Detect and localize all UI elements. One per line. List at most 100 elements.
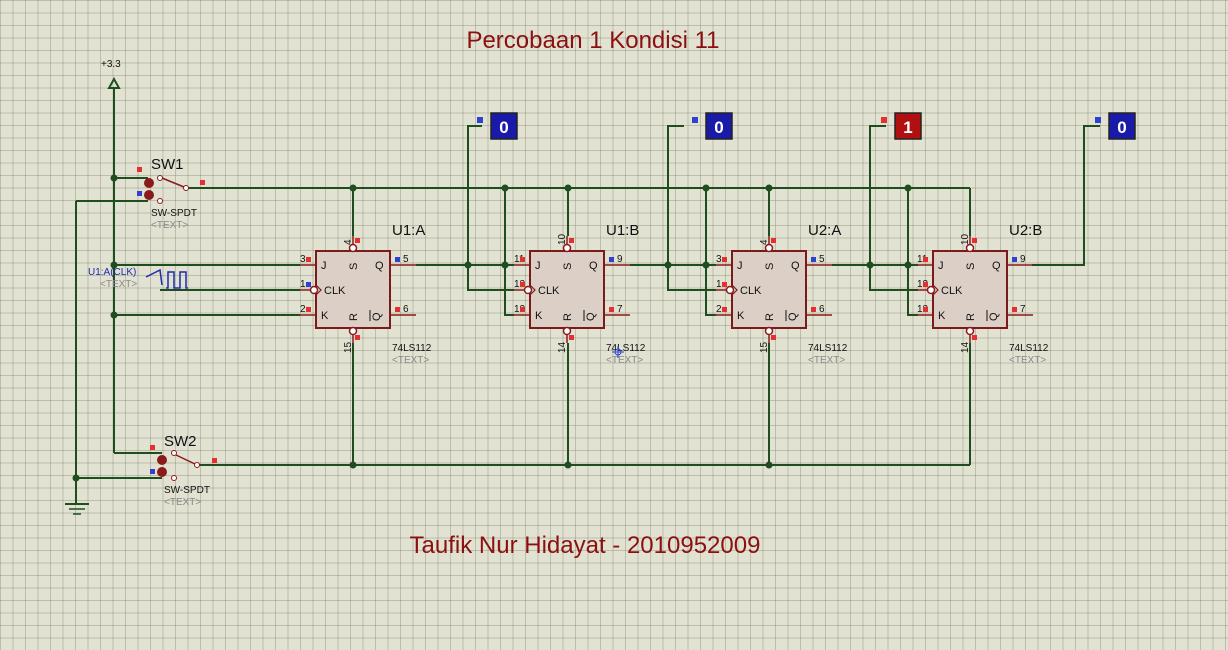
chip-text-label: <TEXT> [606, 355, 643, 366]
pin-number-qbar: 6 [403, 304, 409, 315]
switch-sw1[interactable]: SW1 SW-SPDT <TEXT> [137, 156, 205, 231]
pin-number-r: 14 [960, 341, 971, 353]
pin-label-clk: CLK [538, 285, 560, 297]
chip-text-label: <TEXT> [392, 355, 429, 366]
pin-label-k: K [535, 310, 543, 322]
pin-label-r: R [562, 313, 574, 321]
pin-label-r: R [764, 313, 776, 321]
probe-value: 0 [1117, 118, 1126, 137]
pin-number-s: 10 [557, 233, 568, 245]
pin-label-s: S [764, 263, 776, 270]
pin-label-j: J [321, 260, 327, 272]
pin-label-qbar: Q [787, 312, 799, 321]
probe-box [705, 112, 733, 140]
chip-text-label: <TEXT> [808, 355, 845, 366]
pin-number-s: 10 [960, 233, 971, 245]
pin-number-r: 15 [759, 341, 770, 353]
pin-label-clk: CLK [740, 285, 762, 297]
pin-label-clk: CLK [941, 285, 963, 297]
pin-label-q: Q [375, 260, 384, 272]
pin-label-qbar: Q [988, 312, 1000, 321]
pin-label-r: R [348, 313, 360, 321]
pin-number-j: 11 [514, 254, 525, 265]
chip-ref-label: U2:B [1009, 222, 1042, 239]
junctions [72, 174, 912, 482]
page-title: Percobaan 1 Kondisi 11 [466, 27, 719, 54]
svg-text:SW-SPDT: SW-SPDT [151, 208, 197, 219]
svg-text:SW2: SW2 [164, 433, 197, 450]
pin-label-s: S [562, 263, 574, 270]
pin-number-k: 12 [514, 304, 526, 315]
logic-probe-1[interactable]: 0 [477, 112, 518, 140]
switch-knob-icon [157, 455, 167, 465]
pin-number-clk: 1 [300, 279, 306, 290]
pin-number-k: 2 [716, 304, 722, 315]
pin-number-j: 3 [300, 254, 306, 265]
pin-label-qbar: Q [585, 312, 597, 321]
ground-terminal[interactable] [65, 503, 89, 515]
chip-text-label: <TEXT> [1009, 355, 1046, 366]
pin-number-j: 11 [917, 254, 928, 265]
power-terminal[interactable]: +3.3 [101, 59, 121, 89]
chip-ref-label: U2:A [808, 222, 841, 239]
clock-arrow-icon [145, 268, 163, 286]
pin-number-j: 3 [716, 254, 722, 265]
pin-label-r: R [965, 313, 977, 321]
clock-generator[interactable]: U1:A(CLK) <TEXT> [88, 267, 188, 290]
chip-body [932, 250, 1008, 329]
pin-number-qbar: 7 [1020, 304, 1026, 315]
pin-label-q: Q [589, 260, 598, 272]
chip-ref-label: U1:B [606, 222, 639, 239]
pin-number-q: 5 [819, 254, 825, 265]
pin-number-q: 5 [403, 254, 409, 265]
probe-box [490, 112, 518, 140]
logic-probe-2[interactable]: 0 [692, 112, 733, 140]
pin-number-clk: 13 [917, 279, 929, 290]
pin-number-r: 15 [343, 341, 354, 353]
probe-value: 0 [714, 118, 723, 137]
probe-box [894, 112, 922, 140]
pin-number-q: 9 [1020, 254, 1026, 265]
pin-number-k: 2 [300, 304, 306, 315]
svg-text:<TEXT>: <TEXT> [164, 497, 201, 508]
probes-layer: 0 0 1 0 [477, 112, 1136, 140]
chip-part-label: 74LS112 [392, 343, 432, 354]
logic-probe-3[interactable]: 1 [881, 112, 922, 140]
wires [75, 88, 1100, 504]
author-label: Taufik Nur Hidayat - 2010952009 [410, 532, 761, 559]
svg-text:SW1: SW1 [151, 156, 184, 173]
pin-label-q: Q [992, 260, 1001, 272]
pin-label-qbar: Q [371, 312, 383, 321]
svg-text:+3.3: +3.3 [101, 59, 121, 70]
pin-label-clk: CLK [324, 285, 346, 297]
pin-label-k: K [321, 310, 329, 322]
probe-value: 0 [499, 118, 508, 137]
pin-label-j: J [737, 260, 743, 272]
switch-knob-icon [144, 178, 154, 188]
pin-number-qbar: 6 [819, 304, 825, 315]
probe-box [1108, 112, 1136, 140]
logic-probe-4[interactable]: 0 [1095, 112, 1136, 140]
pin-number-s: 4 [759, 239, 770, 245]
svg-text:<TEXT>: <TEXT> [151, 220, 188, 231]
pin-number-qbar: 7 [617, 304, 623, 315]
pin-label-k: K [938, 310, 946, 322]
pin-label-j: J [535, 260, 541, 272]
svg-text:<TEXT>: <TEXT> [100, 279, 137, 290]
pin-number-r: 14 [557, 341, 568, 353]
clock-wave-icon [166, 271, 188, 289]
pin-number-clk: 13 [514, 279, 526, 290]
switch-sw2[interactable]: SW2 SW-SPDT <TEXT> [150, 433, 217, 508]
svg-text:U1:A(CLK): U1:A(CLK) [88, 267, 136, 278]
cursor-crosshair-icon [612, 346, 624, 358]
pin-label-s: S [348, 263, 360, 270]
chip-part-label: 74LS112 [808, 343, 848, 354]
pin-label-j: J [938, 260, 944, 272]
pin-label-k: K [737, 310, 745, 322]
